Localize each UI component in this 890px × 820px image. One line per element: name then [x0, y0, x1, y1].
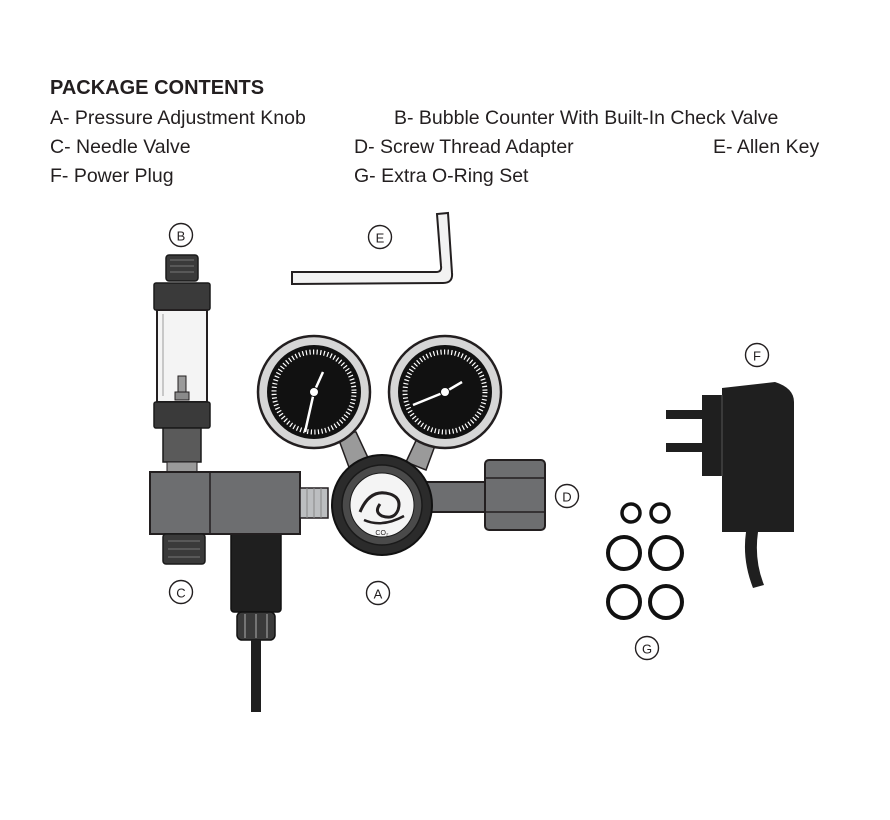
- pressure-gauges-illustration: [256, 334, 503, 471]
- svg-text:D: D: [562, 490, 571, 505]
- solenoid-cable-illustration: [230, 531, 282, 712]
- callout-b: B: [168, 222, 194, 248]
- callout-e: E: [367, 224, 393, 250]
- callout-g: G: [634, 635, 660, 661]
- item-c-label: C- Needle Valve: [50, 136, 191, 158]
- item-d-label: D- Screw Thread Adapter: [354, 136, 574, 158]
- callout-a: A: [365, 580, 391, 606]
- svg-text:A: A: [374, 587, 383, 602]
- pressure-adjustment-knob-illustration: CO₂: [331, 454, 433, 556]
- bubble-counter-illustration: [153, 254, 211, 473]
- svg-text:F: F: [753, 349, 761, 364]
- item-f-label: F- Power Plug: [50, 165, 174, 187]
- svg-text:G: G: [642, 642, 652, 657]
- svg-text:C: C: [176, 586, 185, 601]
- callout-f: F: [744, 342, 770, 368]
- knob-co2-label: CO₂: [375, 530, 389, 537]
- callout-c: C: [168, 579, 194, 605]
- item-a-label: A- Pressure Adjustment Knob: [50, 107, 306, 129]
- svg-text:B: B: [177, 229, 186, 244]
- o-ring-set-illustration: [606, 502, 684, 620]
- callout-d: D: [554, 483, 580, 509]
- item-e-label: E- Allen Key: [713, 136, 820, 158]
- screw-thread-adapter-illustration: [419, 459, 546, 531]
- needle-valve-illustration: [149, 471, 329, 565]
- item-g-label: G- Extra O-Ring Set: [354, 165, 529, 187]
- item-b-label: B- Bubble Counter With Built-In Check Va…: [394, 107, 779, 129]
- package-contents-heading: PACKAGE CONTENTS: [50, 77, 265, 99]
- allen-key-illustration: [291, 211, 454, 286]
- power-plug-illustration: [666, 382, 794, 588]
- svg-text:E: E: [376, 231, 385, 246]
